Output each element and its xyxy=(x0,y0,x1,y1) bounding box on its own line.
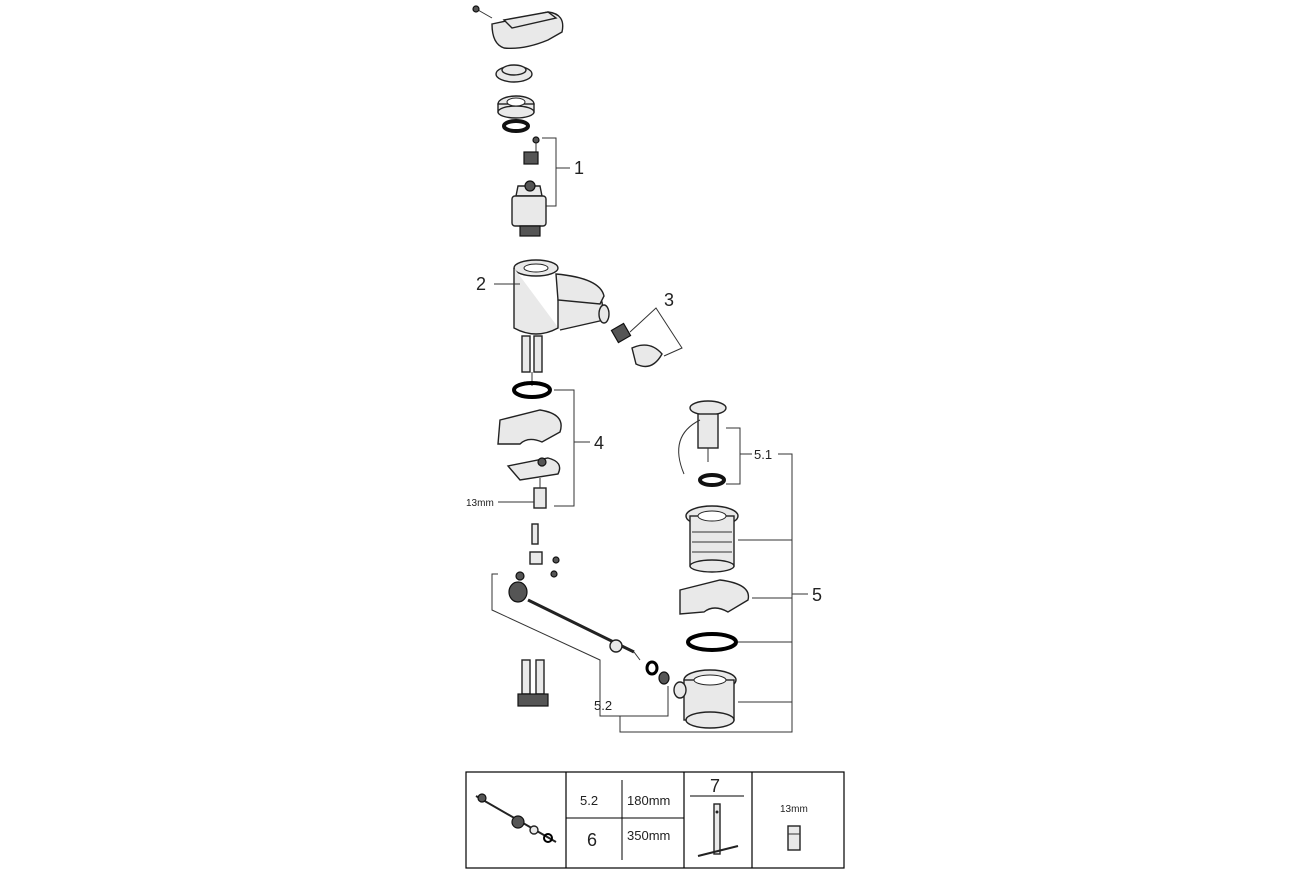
plug-seal xyxy=(698,473,726,487)
callout-51-label: 5.1 xyxy=(754,447,772,462)
sealing-ring xyxy=(502,119,530,133)
callout-3-bracket xyxy=(629,307,683,357)
flexible-hoses-top xyxy=(521,335,543,386)
rod-set-icon xyxy=(475,793,557,843)
table-row2-code: 6 xyxy=(587,830,597,850)
waste-body xyxy=(673,669,737,729)
cartridge xyxy=(511,180,547,237)
table-row2-length: 350mm xyxy=(627,828,670,843)
callout-52-label: 5.2 xyxy=(594,698,612,713)
spare-parts-table xyxy=(465,771,845,869)
table-socket-size: 13mm xyxy=(780,804,808,815)
table-tool-code: 7 xyxy=(710,776,720,796)
cap-cover xyxy=(495,64,533,83)
threaded-nut xyxy=(497,95,535,119)
mounting-gasket xyxy=(497,409,562,445)
table-row1-length: 180mm xyxy=(627,793,670,808)
waste-o-ring xyxy=(686,632,738,652)
faucet-body xyxy=(512,259,610,335)
callout-3-label: 3 xyxy=(664,290,674,310)
callout-5-bracket xyxy=(619,453,808,733)
callout-2-label: 2 xyxy=(476,274,486,294)
table-row1-code: 5.2 xyxy=(580,793,598,808)
callout-1-bracket xyxy=(542,137,570,207)
wrench-size-label: 13mm xyxy=(466,498,494,509)
callout-4-label: 4 xyxy=(594,433,604,453)
socket-nut-icon xyxy=(787,825,801,851)
spray-aerator xyxy=(610,322,663,368)
flexible-hoses-bottom xyxy=(517,659,549,707)
fixing-nut-13mm xyxy=(533,478,547,509)
service-tool-icon xyxy=(697,803,739,857)
pivot-rod xyxy=(508,581,670,685)
o-ring xyxy=(512,381,552,399)
cartridge-screw xyxy=(523,136,540,165)
waste-flange xyxy=(685,505,739,573)
pop-up-plug xyxy=(678,400,727,475)
waste-gasket xyxy=(679,579,750,615)
callout-4-bracket xyxy=(554,389,590,507)
lever-handle xyxy=(472,5,564,50)
callout-51-bracket xyxy=(726,427,752,485)
callout-5-label: 5 xyxy=(812,585,822,605)
callout-1-label: 1 xyxy=(574,158,584,178)
fixing-plate xyxy=(506,457,561,481)
callout-52-bracket xyxy=(491,573,669,717)
lift-rod xyxy=(515,523,560,581)
